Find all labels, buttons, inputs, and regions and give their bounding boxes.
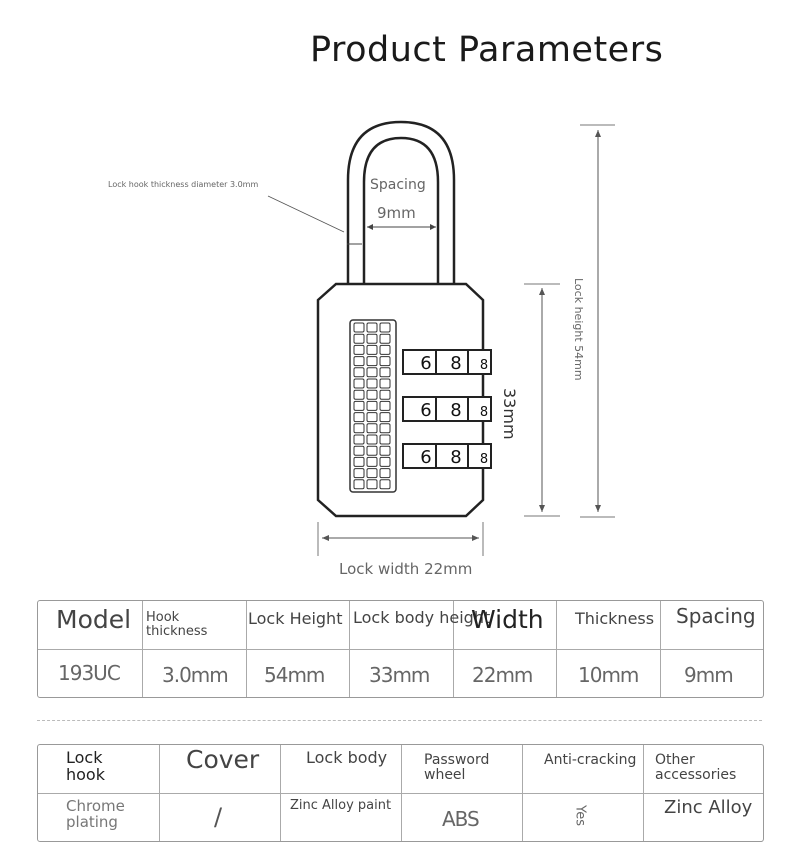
grip-cell <box>366 445 378 456</box>
value-cover: / <box>214 803 223 831</box>
dial-digit: 8 <box>450 353 461 374</box>
header-model: Model <box>56 605 132 634</box>
grip-cell <box>366 479 378 490</box>
header-other-accessories: Other accessories <box>655 752 737 783</box>
value-width: 22mm <box>472 663 533 687</box>
header-hook-thickness: Hook thickness <box>146 610 208 639</box>
grip-cell <box>366 423 378 434</box>
dial-digit: 6 <box>420 353 431 374</box>
grip-cell <box>353 434 365 445</box>
spacing-value: 9mm <box>377 204 416 222</box>
value-other-accessories: Zinc Alloy <box>664 797 753 818</box>
lock-width-label: Lock width 22mm <box>339 560 472 578</box>
dial-digit: 6 <box>420 447 431 468</box>
grip-cell <box>366 333 378 344</box>
value-password-wheel: ABS <box>442 807 480 831</box>
grip-cell <box>379 322 391 333</box>
materials-table: Lock hook Cover Lock body Password wheel… <box>37 744 764 842</box>
header-lock-hook: Lock hook <box>66 748 105 784</box>
grip-cell <box>366 367 378 378</box>
header-lock-body: Lock body <box>306 748 388 767</box>
grip-cell <box>353 356 365 367</box>
grip-cell <box>379 456 391 467</box>
grip-cell <box>366 468 378 479</box>
header-anti-cracking: Anti-cracking <box>544 752 637 768</box>
grip-cell <box>353 389 365 400</box>
grip-cell <box>366 322 378 333</box>
grip-cell <box>366 344 378 355</box>
value-model: 193UC <box>58 661 121 685</box>
value-lock-body-height: 33mm <box>369 663 430 687</box>
grip-cell <box>353 445 365 456</box>
value-anti-cracking: Yes <box>572 805 588 826</box>
grip-cell <box>353 412 365 423</box>
header-spacing: Spacing <box>676 604 756 628</box>
header-lock-body-height: Lock body height <box>353 608 491 627</box>
grip-cell <box>379 445 391 456</box>
grip-cell <box>366 456 378 467</box>
grip-cell <box>379 356 391 367</box>
grip-cell <box>353 378 365 389</box>
header-cover: Cover <box>186 745 260 774</box>
grip-cell <box>366 389 378 400</box>
header-width: Width <box>471 605 544 634</box>
grip-cell <box>366 412 378 423</box>
header-lock-height: Lock Height <box>248 609 343 628</box>
grip-cell <box>353 468 365 479</box>
grip-cell <box>353 479 365 490</box>
lock-height-label: Lock height 54mm <box>572 278 585 381</box>
lock-shackle <box>346 120 456 292</box>
spacing-label: Spacing <box>370 177 426 193</box>
dial-digit: 8 <box>450 400 461 421</box>
value-thickness: 10mm <box>578 663 639 687</box>
value-spacing: 9mm <box>684 663 734 687</box>
dial-digit: 6 <box>420 400 431 421</box>
dial-digit: 8 <box>450 447 461 468</box>
dial-digit: 8 <box>480 452 488 467</box>
divider <box>37 720 762 721</box>
grip-cell <box>379 400 391 411</box>
lock-grip-pattern <box>349 319 397 493</box>
grip-cell <box>353 456 365 467</box>
grip-cell <box>379 468 391 479</box>
value-lock-height: 54mm <box>264 663 325 687</box>
page-title: Product Parameters <box>310 30 664 70</box>
grip-cell <box>366 356 378 367</box>
value-hook-thickness: 3.0mm <box>162 663 229 687</box>
body-height-label: 33mm <box>500 388 519 440</box>
grip-cell <box>366 378 378 389</box>
dial-digit: 8 <box>480 358 488 373</box>
grip-cell <box>353 322 365 333</box>
grip-cell <box>379 389 391 400</box>
grip-cell <box>379 423 391 434</box>
grip-cell <box>366 434 378 445</box>
value-lock-body: Zinc Alloy paint <box>290 798 392 813</box>
dial-digit: 8 <box>480 405 488 420</box>
grip-cell <box>379 367 391 378</box>
header-thickness: Thickness <box>575 609 655 628</box>
grip-cell <box>379 333 391 344</box>
value-lock-hook: Chrome plating <box>66 797 125 831</box>
grip-cell <box>353 333 365 344</box>
header-password-wheel: Password wheel <box>424 752 490 783</box>
grip-cell <box>379 434 391 445</box>
grip-cell <box>353 367 365 378</box>
grip-cell <box>379 344 391 355</box>
grip-cell <box>379 412 391 423</box>
grip-cell <box>353 344 365 355</box>
grip-cell <box>353 423 365 434</box>
grip-cell <box>366 400 378 411</box>
parameters-table: Model Hook thickness Lock Height Lock bo… <box>37 600 764 698</box>
grip-cell <box>353 400 365 411</box>
grip-cell <box>379 378 391 389</box>
hook-thickness-label: Lock hook thickness diameter 3.0mm <box>108 180 258 189</box>
grip-cell <box>379 479 391 490</box>
